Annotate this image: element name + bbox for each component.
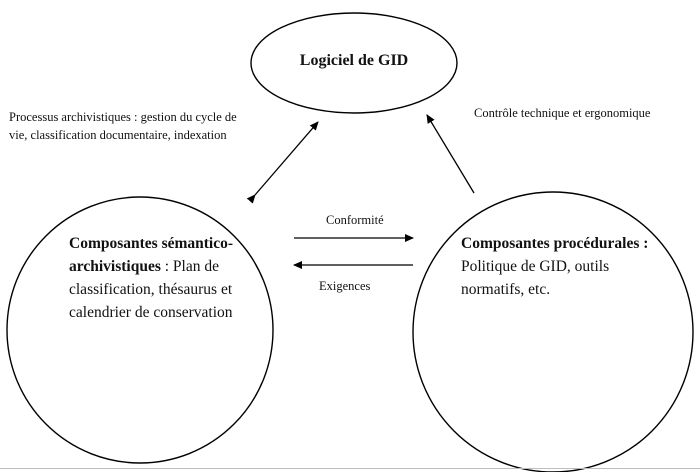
node-semantic-body: : Plan de classification, thésaurus et c… — [69, 258, 233, 321]
edge-label-exigences: Exigences — [319, 279, 371, 293]
edge-label-conformite: Conformité — [326, 213, 384, 227]
node-software-label: Logiciel de GID — [299, 52, 409, 69]
node-semantic-text: Composantes sémantico-archivistiques : P… — [69, 232, 251, 324]
node-procedural-text: Composantes procédurales : Politique de … — [461, 232, 651, 301]
node-semantic-title: Composantes sémantico-archivistiques — [69, 235, 234, 275]
edge-label-procedural-software: Contrôle technique et ergonomique — [474, 106, 651, 120]
node-procedural-body: Politique de GID, outils normatifs, etc. — [461, 258, 610, 298]
node-software-ellipse — [250, 12, 458, 114]
arrow-semantic-software — [246, 121, 319, 204]
edge-label-semantic-software: Processus archivistiques : gestion du cy… — [9, 110, 237, 142]
arrow-procedural-to-software — [426, 114, 475, 194]
node-procedural-circle — [412, 191, 694, 472]
node-semantic-circle — [6, 196, 274, 464]
node-procedural-title: Composantes procédurales : — [461, 235, 649, 252]
page-bottom-rule — [0, 468, 700, 469]
